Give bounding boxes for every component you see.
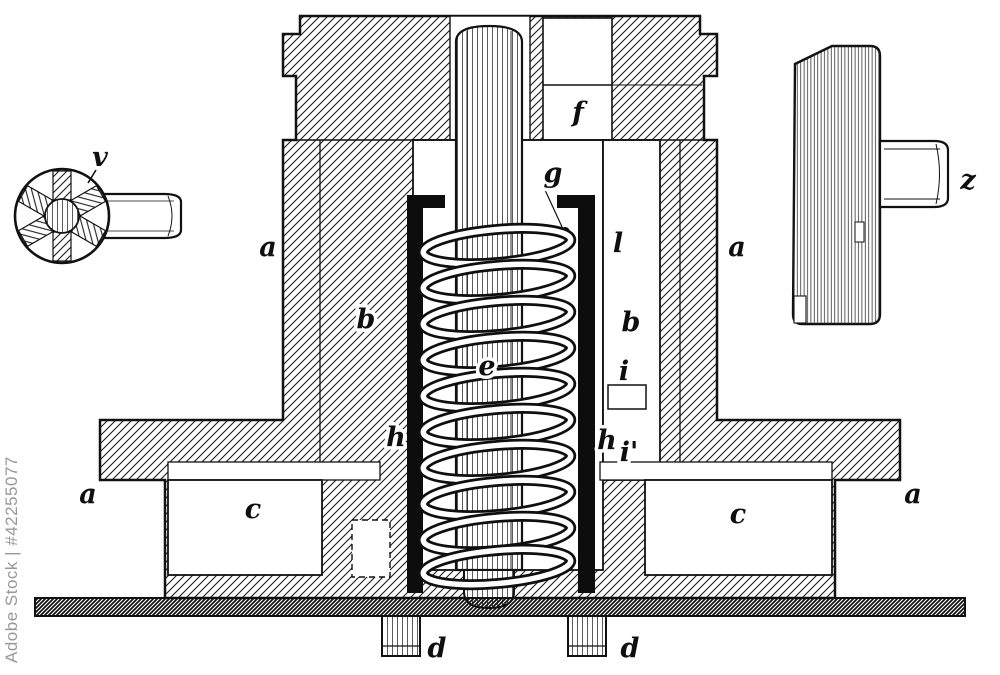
spring-e xyxy=(417,222,577,591)
chamber-f xyxy=(542,17,613,141)
plug-body-shading xyxy=(793,46,880,324)
wheel-component-v xyxy=(13,167,183,265)
liner-h-left xyxy=(407,195,423,593)
watermark: Adobe Stock | #42255077 xyxy=(2,456,21,663)
label-z: z xyxy=(959,165,976,196)
watermark-text: Adobe Stock | #42255077 xyxy=(2,456,21,663)
pin-leader-line xyxy=(544,189,564,230)
plug-notch-bottom xyxy=(793,295,807,324)
stud-d-right xyxy=(567,615,607,657)
chamber-c-left xyxy=(167,479,323,576)
label-i-prime: i' xyxy=(620,437,639,468)
gasket-slot-left xyxy=(167,461,381,481)
label-d-right: d xyxy=(621,633,640,664)
label-c-left: c xyxy=(245,494,261,525)
label-g: g xyxy=(544,158,563,189)
label-h-right: h xyxy=(597,425,617,456)
plug-stub xyxy=(878,139,950,209)
label-b-right: b xyxy=(622,307,641,338)
liner-h-left-hook xyxy=(407,195,445,208)
label-a-lower-left: a xyxy=(79,479,97,510)
base-plate xyxy=(34,597,966,617)
stud-d-left xyxy=(381,615,421,657)
chamber-c-right xyxy=(644,479,833,576)
label-b-left: b xyxy=(357,304,376,335)
label-a-upper-right: a xyxy=(728,232,746,263)
dashed-port xyxy=(351,519,391,578)
liner-h-right-hook xyxy=(557,195,595,208)
wheel-stub-end-arc xyxy=(167,195,173,237)
label-e: e xyxy=(478,351,495,382)
label-a-lower-right: a xyxy=(904,479,922,510)
label-a-upper-left: a xyxy=(259,232,277,263)
wheel-stub xyxy=(98,192,183,240)
label-h-left: h xyxy=(386,422,406,453)
label-c-right: c xyxy=(730,499,746,530)
liner-h-right xyxy=(578,195,595,593)
wheel-hub-shading xyxy=(45,199,79,233)
label-l: l xyxy=(613,228,623,259)
label-v-tick xyxy=(87,169,97,184)
label-d-left: d xyxy=(428,633,447,664)
plug-component-z xyxy=(791,44,950,326)
label-v: v xyxy=(92,142,108,173)
part-labels: v a a a a b b f g l e i i' h h c c d d z xyxy=(76,94,980,668)
studs-d xyxy=(381,615,607,657)
plug-stub-end-arc xyxy=(935,143,940,205)
liner-h xyxy=(407,195,595,593)
label-i: i xyxy=(619,356,629,387)
plug-notch-mid xyxy=(854,221,865,243)
port-i xyxy=(607,384,647,410)
